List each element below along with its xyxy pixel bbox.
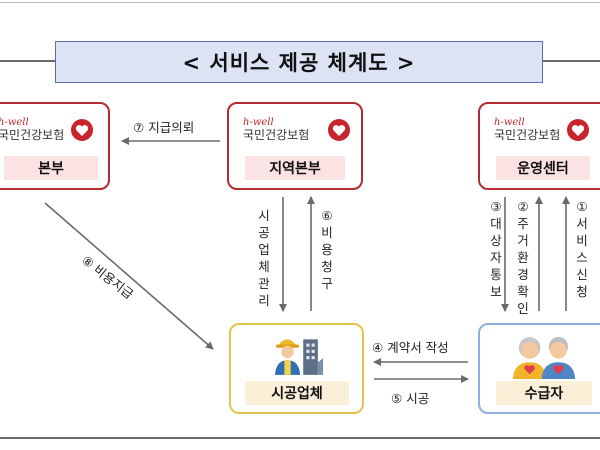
node-contractor: 시공업체 bbox=[229, 323, 364, 414]
edge-label-e1: ① 서비스신청 bbox=[574, 198, 590, 300]
node-regional: h-well 국민건강보험 지역본부 bbox=[227, 102, 363, 190]
brand-logo: h-well 국민건강보험 bbox=[243, 117, 310, 143]
edge-text: 대상자통보 bbox=[490, 216, 502, 299]
edge-num: ⑤ bbox=[391, 391, 403, 406]
edge-num: ② bbox=[517, 199, 529, 214]
node-hq: h-well 국민건강보험 본부 bbox=[0, 102, 110, 190]
heart-icon bbox=[328, 119, 350, 141]
node-center: h-well 국민건강보험 운영센터 bbox=[478, 102, 600, 190]
edge-num: ④ bbox=[372, 340, 384, 355]
edge-label-e4: ④ 계약서 작성 bbox=[372, 337, 449, 356]
edge-label-e3: ③ 대상자통보 bbox=[488, 198, 504, 300]
edge-label-e5: ⑤ 시공 bbox=[391, 388, 429, 407]
edge-text: 비용청구 bbox=[321, 225, 333, 291]
edge-text: 서비스신청 bbox=[576, 216, 588, 299]
edge-num: ③ bbox=[490, 199, 502, 214]
node-recipient: 수급자 bbox=[478, 323, 600, 414]
edge-label-e7: ⑦ 지급의뢰 bbox=[133, 117, 194, 136]
brand-ko: 국민건강보험 bbox=[0, 128, 65, 142]
edge-label-notice: 시공업체관리 bbox=[256, 207, 272, 309]
heart-icon bbox=[71, 119, 93, 141]
brand-ko: 국민건강보험 bbox=[243, 128, 310, 142]
node-recipient-label: 수급자 bbox=[496, 381, 592, 405]
node-regional-label: 지역본부 bbox=[245, 156, 345, 180]
edge-num: ① bbox=[576, 199, 588, 214]
node-center-label: 운영센터 bbox=[496, 156, 590, 180]
edge-text: 계약서 작성 bbox=[387, 340, 449, 355]
edge-num: ⑥ bbox=[321, 208, 333, 223]
edge-label-e6: ⑥ 비용청구 bbox=[319, 207, 335, 292]
top-divider bbox=[0, 2, 600, 3]
diagram-title: < 서비스 제공 체계도 > bbox=[55, 41, 543, 83]
edge-label-e2: ② 주거환경확인 bbox=[515, 198, 531, 317]
brand-en: h-well bbox=[494, 117, 525, 128]
brand-en: h-well bbox=[0, 117, 29, 128]
node-hq-label: 본부 bbox=[4, 156, 98, 180]
divider-bottom bbox=[0, 437, 600, 439]
edge-num: ⑦ bbox=[133, 120, 145, 135]
brand-logo: h-well 국민건강보험 bbox=[494, 117, 561, 143]
brand-ko: 국민건강보험 bbox=[494, 128, 561, 142]
edge-text: 시공 bbox=[406, 391, 430, 406]
brand-en: h-well bbox=[243, 117, 274, 128]
edge-text: 주거환경확인 bbox=[517, 216, 529, 316]
heart-icon bbox=[567, 119, 589, 141]
node-contractor-label: 시공업체 bbox=[245, 381, 349, 405]
edge-text: 시공업체관리 bbox=[258, 208, 270, 308]
elderly-couple-icon bbox=[512, 337, 576, 379]
brand-logo: h-well 국민건강보험 bbox=[0, 117, 65, 143]
worker-icon bbox=[275, 339, 324, 375]
edge-text: 지급의뢰 bbox=[148, 120, 195, 135]
arrow-e8 bbox=[44, 202, 214, 350]
